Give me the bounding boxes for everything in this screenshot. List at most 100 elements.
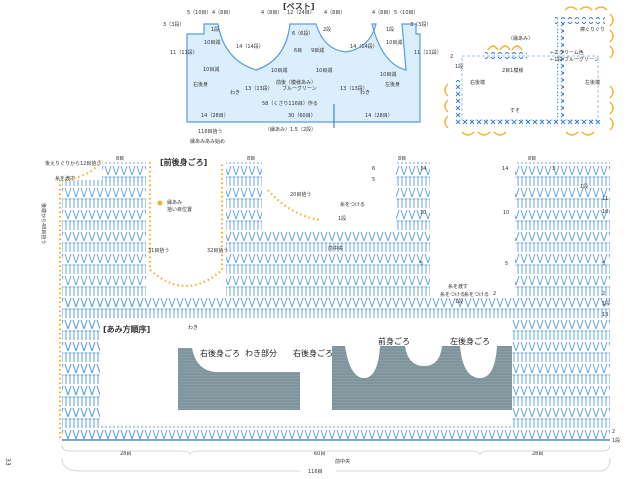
- label: 6目: [294, 48, 302, 54]
- dim: 4（8目）: [212, 10, 233, 16]
- dim: 14（28目）: [365, 113, 393, 119]
- row-mark: 5: [505, 261, 508, 267]
- note: 32目拾う: [207, 247, 228, 254]
- label: 2目1模様: [502, 67, 523, 74]
- label: 10目減: [203, 66, 219, 73]
- total-count: 116目: [308, 469, 323, 475]
- legend-dot: [157, 200, 163, 206]
- label: 10目減: [386, 39, 402, 46]
- dim: 3（3段）: [410, 21, 431, 28]
- label: すそ: [510, 107, 520, 114]
- row-mark: 1段: [612, 437, 620, 444]
- row-mark: 1段: [580, 183, 588, 190]
- label: 1段: [455, 63, 463, 70]
- label: 10目減: [316, 67, 332, 74]
- row-mark: 5: [602, 261, 605, 267]
- note: 糸をつける: [340, 201, 365, 208]
- row-mark: 14: [502, 166, 508, 172]
- note: 31目拾う: [148, 247, 169, 254]
- count: 28目: [532, 451, 543, 457]
- label: 右後身: [193, 81, 208, 88]
- dim: 4（8目）: [261, 10, 282, 16]
- row-mark: 1段: [455, 298, 463, 305]
- label: 1段: [386, 26, 394, 33]
- count: 8目: [398, 156, 406, 162]
- note: わき: [188, 324, 198, 331]
- row-mark: 10: [602, 209, 608, 215]
- count: 8目: [247, 156, 255, 162]
- row-mark: 2: [612, 429, 615, 435]
- label: ブルーグリーン: [282, 85, 317, 92]
- label: 13（13段）: [340, 85, 368, 92]
- label: 14（14段）: [236, 43, 264, 50]
- label: 13（13段）: [245, 85, 273, 92]
- dim: 3（3段）: [163, 21, 184, 28]
- label: 10目減: [380, 71, 396, 78]
- label: 116目拾う: [198, 128, 223, 135]
- row-mark: 14: [420, 166, 426, 172]
- row-mark: 11: [602, 196, 608, 202]
- dim: 4（8目）: [372, 10, 393, 16]
- row-mark: 5: [420, 261, 423, 267]
- count: 8目: [116, 156, 124, 162]
- row-mark: 1段: [338, 215, 346, 222]
- vest-shape: [186, 23, 421, 123]
- photo-right-back-side: [178, 348, 300, 410]
- vest-title: [ベスト]: [283, 2, 314, 11]
- label: ←2 クリーム色: [550, 49, 584, 56]
- label: 右後端: [470, 79, 485, 86]
- total-brace: [61, 457, 611, 472]
- note: 20目拾う: [290, 191, 311, 198]
- label: わき: [360, 89, 370, 96]
- label: わき: [230, 89, 240, 96]
- row-mark: 10: [420, 210, 426, 216]
- label: 6（6段）: [292, 30, 313, 37]
- dim: 12（24目）: [287, 10, 315, 16]
- edging-dots: [58, 162, 224, 440]
- label: 1段: [211, 26, 219, 33]
- note: 糸を渡す: [448, 283, 468, 290]
- edging-diagram: （縁あみ） ←2 クリーム色 ←1段 ブルーグリーン 2目1模様 襟ぐりぐり 右…: [444, 6, 614, 136]
- note: 前中央: [328, 245, 343, 252]
- body-stitch-chart: [前後身ごろ] 縁あみ 拾い目位置 後えりぐりから12目拾う 糸を渡す 後端から…: [40, 156, 620, 475]
- row-mark: 1段: [602, 300, 610, 307]
- dim: 30（60目）: [288, 113, 316, 119]
- width-label: 58（くさり116目）作る: [262, 100, 318, 107]
- note: 後えりぐりから12目拾う: [45, 160, 101, 167]
- edge-label: （縁あみ）1.5（2段）: [265, 126, 316, 133]
- label: 縁あみあみ始め: [190, 138, 225, 145]
- label: ←1段 ブルーグリーン: [550, 56, 599, 63]
- note: 糸を渡す: [55, 175, 75, 182]
- row-mark: 13: [602, 312, 608, 318]
- label: 左後身: [385, 81, 400, 88]
- label: 前後（模様あみ）: [276, 79, 316, 86]
- row-mark: 2: [493, 291, 496, 297]
- dim: 5（10目）: [187, 10, 212, 16]
- edging-title: （縁あみ）: [508, 35, 533, 42]
- dim: 11（11段）: [170, 49, 198, 56]
- photo-full-body: [332, 346, 512, 410]
- order-title: [あみ方順序]: [103, 324, 150, 334]
- assembly-order: [あみ方順序] 右後身ごろ わき部分 右後身ごろ 前身ごろ 左後身ごろ: [103, 324, 512, 410]
- legend-label: 拾い目位置: [167, 206, 192, 213]
- bottom-brace: [61, 444, 611, 456]
- vest-schematic: [ベスト] 5（10目） 4（8目） 4（8目） 12（24目） 4（8目） 4…: [163, 2, 442, 145]
- count: 8目: [528, 156, 536, 162]
- label: 10目減: [271, 67, 287, 74]
- row-mark: 10: [503, 210, 509, 216]
- row-mark: 5: [372, 177, 375, 183]
- note: 糸をつける: [440, 291, 465, 298]
- photo-label: 右後身ごろ: [293, 348, 333, 358]
- label: 9目減: [311, 47, 324, 54]
- label: 左後端: [585, 79, 600, 86]
- photo-label: わき部分: [245, 348, 277, 358]
- page-number: 33: [4, 458, 11, 466]
- count: 60目: [314, 451, 325, 457]
- row-mark: 6: [372, 166, 375, 172]
- dim: 4（8目）: [324, 10, 345, 16]
- label: 2: [450, 54, 453, 60]
- label: 2段: [323, 26, 331, 33]
- note: 糸をつける: [464, 291, 489, 298]
- dim: 14（28目）: [201, 113, 229, 119]
